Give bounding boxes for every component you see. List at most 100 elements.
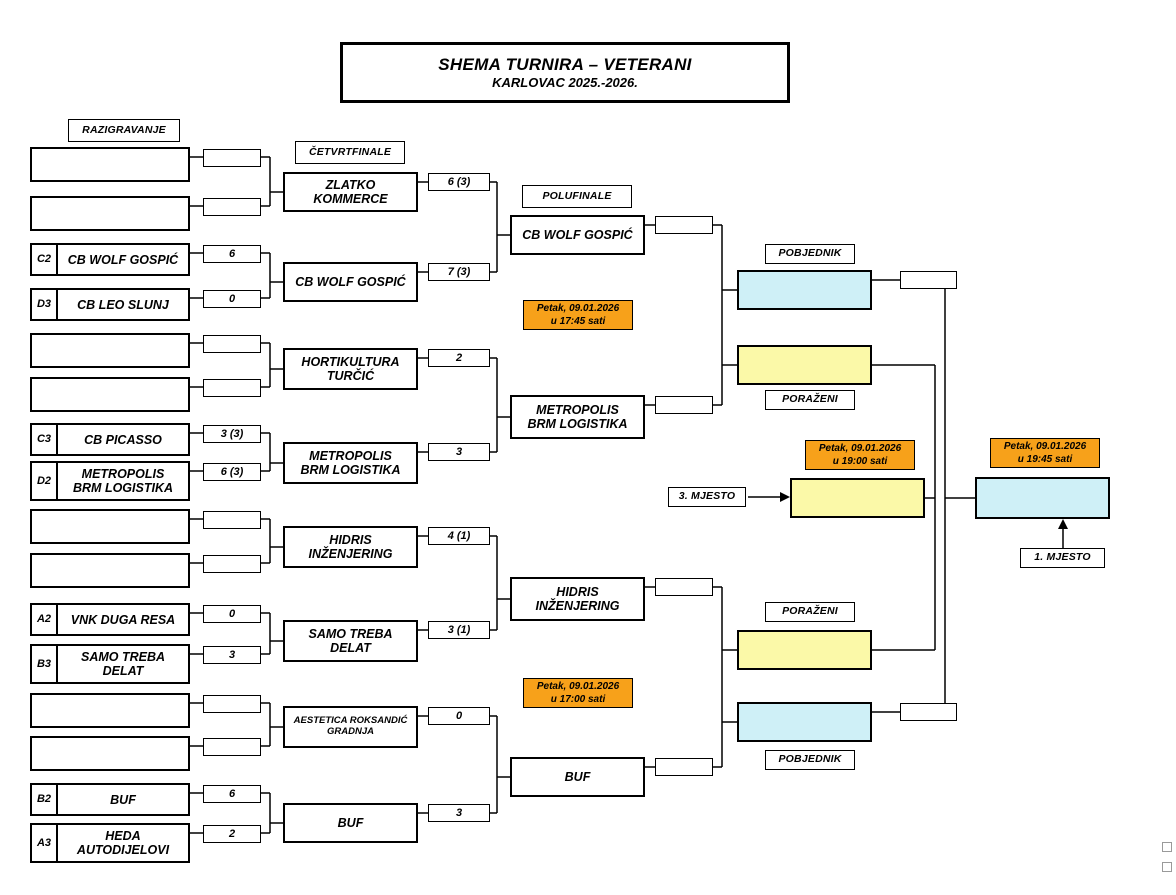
quarterfinal-score-3: 2 xyxy=(428,349,490,367)
razigravanje-slot-6 xyxy=(30,377,190,412)
quarterfinal-score-8: 3 xyxy=(428,804,490,822)
final-score-top xyxy=(900,271,957,289)
razigravanje-slot-2 xyxy=(30,196,190,231)
razigravanje-score-4: 0 xyxy=(203,290,261,308)
tournament-subtitle: KARLOVAC 2025.-2026. xyxy=(492,74,638,90)
semifinal-score-1 xyxy=(655,216,713,234)
razigravanje-score-10 xyxy=(203,555,261,573)
razigravanje-slot-5 xyxy=(30,333,190,368)
razigravanje-score-5 xyxy=(203,335,261,353)
razigravanje-slot-13 xyxy=(30,693,190,728)
quarterfinal-team-8: BUF xyxy=(283,803,418,843)
label-porazeni-bottom: PORAŽENI xyxy=(765,602,855,622)
team-name: SAMO TREBA DELAT xyxy=(80,650,166,678)
label-pobjednik-top: POBJEDNIK xyxy=(765,244,855,264)
team-name: METROPOLIS BRM LOGISTIKA xyxy=(73,467,173,495)
team-name: HEDA AUTODIJELOVI xyxy=(76,829,170,857)
razigravanje-score-11: 0 xyxy=(203,605,261,623)
razigravanje-slot-11: A2 VNK DUGA RESA xyxy=(30,603,190,636)
razigravanje-score-15: 6 xyxy=(203,785,261,803)
final-match-box xyxy=(975,477,1110,519)
schedule-time: u 17:45 sati xyxy=(550,316,606,327)
razigravanje-score-7: 3 (3) xyxy=(203,425,261,443)
razigravanje-slot-9 xyxy=(30,509,190,544)
team-name: VNK DUGA RESA xyxy=(70,612,176,627)
tournament-title-box: SHEMA TURNIRA – VETERANI KARLOVAC 2025.-… xyxy=(340,42,790,103)
page-edge-marker xyxy=(1162,862,1172,872)
seed-label: A2 xyxy=(32,605,58,634)
seed-label: D2 xyxy=(32,463,58,499)
seed-label: A3 xyxy=(32,825,58,861)
razigravanje-score-2 xyxy=(203,198,261,216)
loser-box-bottom xyxy=(737,630,872,670)
seed-label: C3 xyxy=(32,425,58,454)
quarterfinal-score-6: 3 (1) xyxy=(428,621,490,639)
quarterfinal-team-4: METROPOLIS BRM LOGISTIKA xyxy=(283,442,418,484)
third-place-match-box xyxy=(790,478,925,518)
winner-box-bottom xyxy=(737,702,872,742)
quarterfinal-score-1: 6 (3) xyxy=(428,173,490,191)
connectors-losers-to-third-place xyxy=(872,364,936,651)
semifinal-team-1: CB WOLF GOSPIĆ xyxy=(510,215,645,255)
razigravanje-score-8: 6 (3) xyxy=(203,463,261,481)
razigravanje-score-1 xyxy=(203,149,261,167)
quarterfinal-team-1: ZLATKO KOMMERCE xyxy=(283,172,418,212)
razigravanje-slot-14 xyxy=(30,736,190,771)
quarterfinal-team-2: CB WOLF GOSPIĆ xyxy=(283,262,418,302)
razigravanje-slot-8: D2 METROPOLIS BRM LOGISTIKA xyxy=(30,461,190,501)
razigravanje-score-3: 6 xyxy=(203,245,261,263)
schedule-third-place: Petak, 09.01.2026 u 19:00 sati xyxy=(805,440,915,470)
semifinal-team-4: BUF xyxy=(510,757,645,797)
quarterfinal-team-3: HORTIKULTURA TURČIĆ xyxy=(283,348,418,390)
tournament-title: SHEMA TURNIRA – VETERANI xyxy=(438,54,692,74)
schedule-date: Petak, 09.01.2026 xyxy=(1003,441,1087,452)
schedule-time: u 17:00 sati xyxy=(550,694,606,705)
quarterfinal-team-7: AESTETICA ROKSANDIĆ GRADNJA xyxy=(283,706,418,748)
seed-label: B3 xyxy=(32,646,58,682)
label-first-place: 1. MJESTO xyxy=(1020,548,1105,568)
seed-label: B2 xyxy=(32,785,58,814)
page-edge-marker xyxy=(1162,842,1172,852)
seed-label: C2 xyxy=(32,245,58,274)
razigravanje-score-6 xyxy=(203,379,261,397)
schedule-time: u 19:45 sati xyxy=(1017,454,1073,465)
schedule-date: Petak, 09.01.2026 xyxy=(818,443,902,454)
first-place-arrowhead xyxy=(1058,519,1068,529)
semifinal-team-3: HIDRIS INŽENJERING xyxy=(510,577,645,621)
winner-box-top xyxy=(737,270,872,310)
semifinal-team-2: METROPOLIS BRM LOGISTIKA xyxy=(510,395,645,439)
quarterfinal-score-2: 7 (3) xyxy=(428,263,490,281)
razigravanje-slot-4: D3 CB LEO SLUNJ xyxy=(30,288,190,321)
label-polufinale: POLUFINALE xyxy=(522,185,632,208)
label-cetvrtfinale: ČETVRTFINALE xyxy=(295,141,405,164)
third-place-arrowhead xyxy=(780,492,790,502)
razigravanje-slot-1 xyxy=(30,147,190,182)
quarterfinal-team-6: SAMO TREBA DELAT xyxy=(283,620,418,662)
semifinal-score-2 xyxy=(655,396,713,414)
team-name: CB LEO SLUNJ xyxy=(77,297,169,312)
schedule-date: Petak, 09.01.2026 xyxy=(536,303,620,314)
razigravanje-score-9 xyxy=(203,511,261,529)
quarterfinal-score-4: 3 xyxy=(428,443,490,461)
schedule-semifinal-2: Petak, 09.01.2026 u 17:00 sati xyxy=(523,678,633,708)
razigravanje-score-14 xyxy=(203,738,261,756)
razigravanje-score-13 xyxy=(203,695,261,713)
label-razigravanje: RAZIGRAVANJE xyxy=(68,119,180,142)
razigravanje-slot-12: B3 SAMO TREBA DELAT xyxy=(30,644,190,684)
seed-label: D3 xyxy=(32,290,58,319)
schedule-time: u 19:00 sati xyxy=(832,456,888,467)
razigravanje-slot-10 xyxy=(30,553,190,588)
label-pobjednik-bottom: POBJEDNIK xyxy=(765,750,855,770)
quarterfinal-score-7: 0 xyxy=(428,707,490,725)
loser-box-top xyxy=(737,345,872,385)
razigravanje-slot-16: A3 HEDA AUTODIJELOVI xyxy=(30,823,190,863)
schedule-final: Petak, 09.01.2026 u 19:45 sati xyxy=(990,438,1100,468)
semifinal-score-3 xyxy=(655,578,713,596)
quarterfinal-score-5: 4 (1) xyxy=(428,527,490,545)
label-third-place: 3. MJESTO xyxy=(668,487,746,507)
razigravanje-score-12: 3 xyxy=(203,646,261,664)
